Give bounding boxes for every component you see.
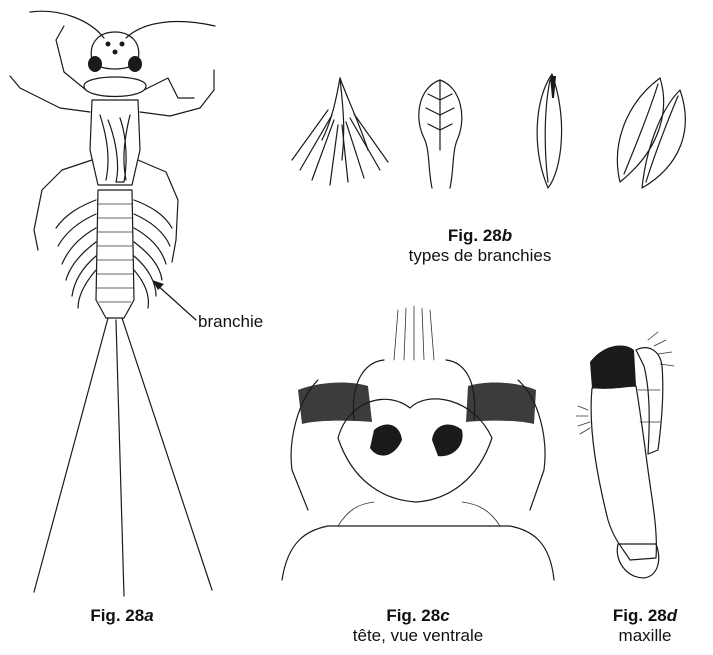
maxilla-drawing (578, 330, 698, 590)
gill-label: branchie (198, 312, 263, 332)
larva-drawing (0, 0, 240, 600)
gill-types-drawing (280, 70, 700, 200)
caption-fig-28d: Fig. 28d maxille (590, 606, 700, 646)
caption-fig-28a: Fig. 28a (72, 606, 172, 626)
head-ventral-drawing (278, 290, 558, 590)
caption-fig-28c: Fig. 28c tête, vue ventrale (318, 606, 518, 646)
caption-fig-28b: Fig. 28b types de branchies (330, 226, 630, 266)
